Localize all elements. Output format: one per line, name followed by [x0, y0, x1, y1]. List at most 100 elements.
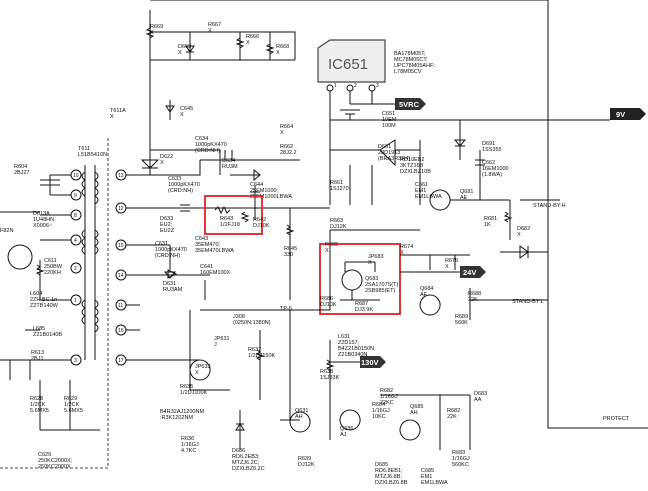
t611-pin-10: 10 — [73, 173, 79, 179]
t611-pin-12: 12 — [118, 206, 124, 212]
label-c636: B4R32AJ1200NM:R3K1202NM — [160, 409, 204, 421]
ic651-ref: IC651 — [328, 56, 368, 73]
t611-pin-1: 1 — [74, 298, 77, 304]
protect-box — [547, 0, 648, 429]
tag-9v: 9V — [330, 108, 646, 121]
t611-pin-14: 14 — [118, 273, 124, 279]
t611-pin-17: 17 — [118, 358, 124, 364]
ic651-body — [317, 39, 386, 83]
ic651-pin-3: 3 — [376, 83, 379, 89]
t611-pin-2: 2 — [74, 266, 77, 272]
left-frame — [0, 138, 109, 469]
t611-pin-3: 3 — [74, 358, 77, 364]
top-network — [145, 0, 548, 140]
label-standby-h: STAND-BY:H — [533, 203, 566, 209]
t611-pin-11: 11 — [118, 303, 123, 309]
label-standby-l: STAND-BY:L — [512, 299, 544, 305]
tag-24v-label: 24V — [463, 268, 476, 277]
t611-pin-13: 13 — [118, 173, 124, 179]
label-f82n: F82N — [0, 228, 13, 234]
t611-pin-15: 15 — [118, 243, 124, 249]
rectifier-section — [140, 100, 330, 300]
tag-9v-label: 9V — [616, 110, 625, 119]
ic651: IC651 1 2 3 BA178M05T;MC78M05CT;UPC78M05… — [317, 39, 435, 165]
tag-24v: 24V — [440, 266, 486, 278]
transformer-t611: 10 9 8 4 2 1 13 12 15 14 11 16 17 3 — [0, 160, 220, 366]
t611-pin-16: 16 — [118, 328, 124, 334]
label-protect: PROTECT — [603, 416, 630, 422]
t611-pin-8: 8 — [74, 213, 77, 219]
highlight-q683 — [319, 243, 401, 315]
tag-130v-label: 130V — [361, 358, 379, 367]
q683-section — [340, 254, 548, 320]
ic651-pin-1: 1 — [334, 83, 337, 89]
ic651-parts: BA178M05T;MC78M05CT;UPC78M05AHF;L78M05CV — [394, 51, 435, 75]
highlight-r643 — [204, 195, 263, 235]
